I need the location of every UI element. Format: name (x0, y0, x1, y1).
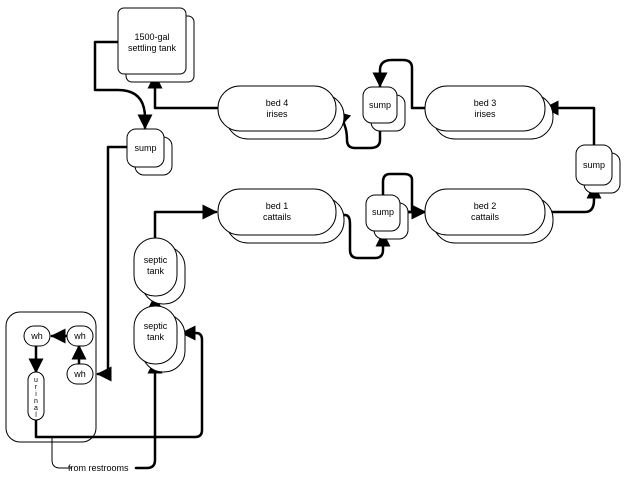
connector-sumpb-to-bed4 (334, 110, 382, 150)
septic-top-line1: septic (144, 255, 168, 265)
urinal-letter-1: u (34, 377, 38, 384)
connector-restrooms-to-septic (134, 358, 163, 470)
septic-tank-top: septic tank (133, 237, 186, 305)
settling-tank-line1: 1500-gal (134, 32, 169, 42)
connector-bed2-to-sumpc (543, 183, 602, 214)
bed-2-plant: cattails (471, 212, 500, 222)
bed-3: bed 3 irises (424, 85, 554, 140)
urinal-letter-4: n (34, 398, 38, 405)
bed-1: bed 1 cattails (217, 188, 345, 244)
connector-sumpa-to-wh (96, 145, 129, 382)
connector-urinal-to-septic (34, 325, 204, 439)
sump-a: sump (126, 128, 173, 176)
settling-tank: 1500-gal settling tank (117, 7, 195, 83)
water-heater-right: wh (66, 325, 94, 347)
connector-bed1-to-sumpd (334, 213, 391, 260)
bed-1-plant: cattails (263, 212, 292, 222)
bed-2: bed 2 cattails (424, 188, 554, 244)
bed-4-plant: irises (266, 109, 288, 119)
urinal-letter-5: a (34, 405, 38, 412)
wh-right-label: wh (73, 331, 86, 341)
connector-septic-to-bed1 (153, 204, 218, 244)
connector-sumpc-to-bed3 (543, 100, 596, 147)
connector-bed4-to-settling (147, 73, 220, 110)
sump-a-label: sump (134, 143, 156, 153)
wh-left-label: wh (30, 331, 43, 341)
connector-bed3-to-sumpb (372, 58, 427, 110)
bed-3-title: bed 3 (474, 98, 497, 108)
sump-d: sump (365, 194, 409, 240)
bed-4: bed 4 irises (217, 85, 345, 140)
connector-settling-to-sump (93, 40, 153, 130)
septic-bottom-line1: septic (144, 321, 168, 331)
flow-connectors (28, 40, 602, 470)
urinal: u r i n a l (27, 371, 45, 421)
water-heater-left: wh (23, 325, 51, 347)
bed-1-title: bed 1 (266, 201, 289, 211)
sump-c-label: sump (583, 160, 605, 170)
connector-restrooms-in (51, 437, 72, 469)
urinal-letter-3: i (35, 391, 37, 398)
sump-d-label: sump (372, 207, 394, 217)
sump-b-label: sump (369, 100, 391, 110)
septic-top-line2: tank (147, 266, 165, 276)
settling-tank-line2: settling tank (128, 43, 177, 53)
urinal-letter-2: r (35, 384, 38, 391)
wh-bottom-label: wh (73, 369, 86, 379)
connector-sumpd-loop (381, 172, 414, 214)
septic-tank-bottom: septic tank (133, 305, 186, 373)
from-restrooms-label: from restrooms (68, 463, 129, 473)
bed-2-title: bed 2 (474, 201, 497, 211)
urinal-letter-6: l (35, 412, 37, 419)
bed-4-title: bed 4 (266, 98, 289, 108)
sump-b: sump (362, 86, 406, 132)
bed-3-plant: irises (474, 109, 496, 119)
water-heater-bottom: wh (66, 363, 94, 385)
septic-bottom-line2: tank (147, 332, 165, 342)
sump-c: sump (575, 144, 621, 194)
